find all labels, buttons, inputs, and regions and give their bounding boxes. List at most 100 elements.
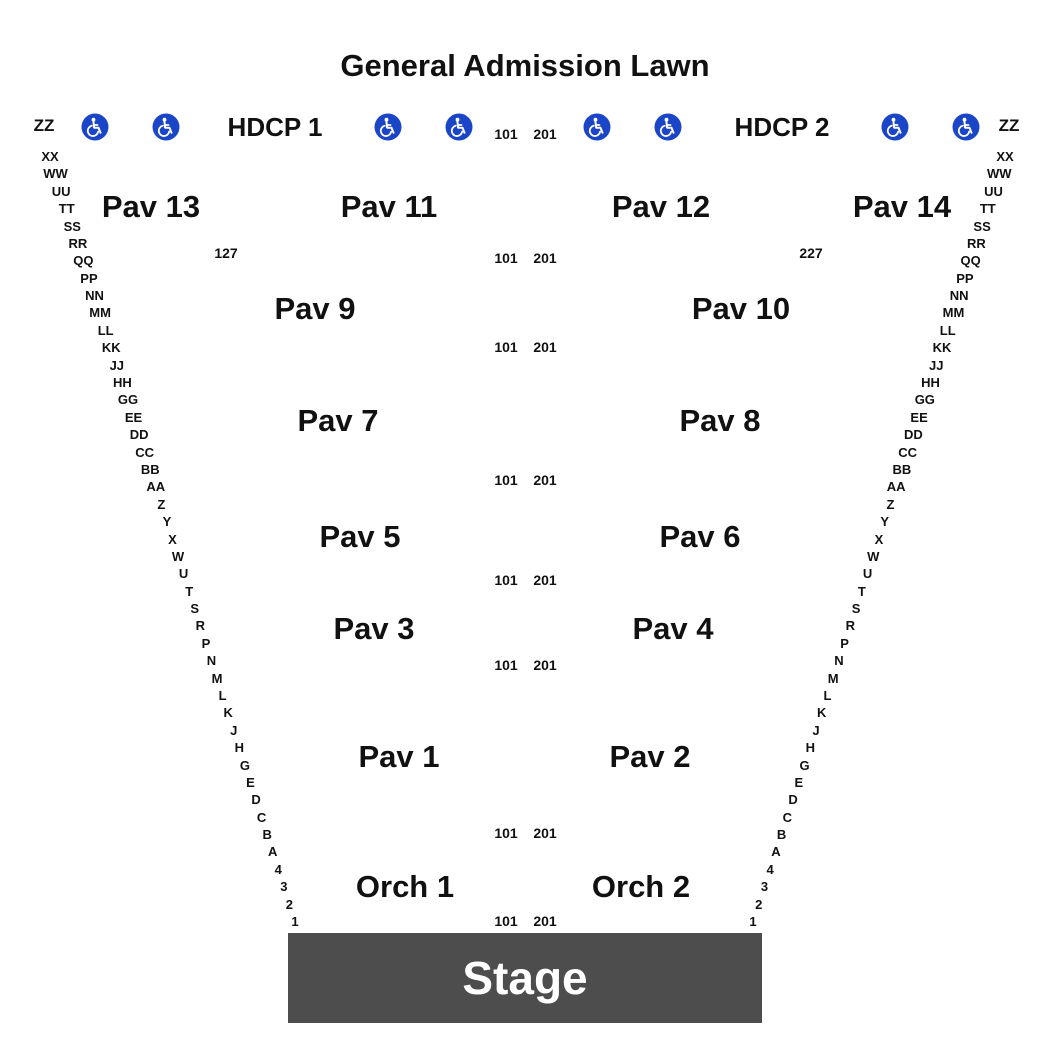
aisle-seat-201: 201: [533, 913, 557, 929]
row-label-left: T: [185, 583, 194, 599]
row-label-right: M: [827, 670, 839, 686]
aisle-seat-201: 201: [533, 572, 557, 588]
aisle-seat-201: 201: [533, 339, 557, 355]
row-label-left: H: [234, 740, 245, 756]
row-label-right: H: [805, 740, 815, 756]
section-pav-1[interactable]: Pav 1: [358, 739, 440, 774]
row-label-left: P: [201, 635, 211, 651]
row-label-right: E: [794, 774, 804, 790]
section-hdcp-1[interactable]: HDCP 1: [227, 112, 323, 142]
row-label-zz-left: ZZ: [33, 116, 55, 135]
row-label-right: HH: [921, 375, 940, 391]
row-label-right: J: [812, 722, 820, 738]
wheelchair-icon[interactable]: [881, 113, 909, 141]
row-label-left: UU: [51, 183, 71, 199]
row-label-left: Z: [157, 496, 166, 512]
row-label-left: KK: [101, 340, 121, 356]
row-label-right: Y: [880, 514, 890, 530]
section-pav-12[interactable]: Pav 12: [611, 189, 711, 224]
row-label-left: RR: [68, 235, 88, 251]
row-label-left: WW: [43, 166, 68, 182]
wheelchair-icon[interactable]: [654, 113, 682, 141]
row-label-right: 3: [760, 879, 769, 895]
row-label-left: U: [178, 566, 189, 582]
section-pav-14[interactable]: Pav 14: [852, 189, 952, 224]
aisle-seat-101: 101: [494, 657, 518, 673]
wheelchair-icon[interactable]: [952, 113, 980, 141]
row-label-left: TT: [58, 201, 75, 217]
row-label-left: CC: [135, 444, 155, 460]
section-pav-13[interactable]: Pav 13: [101, 189, 201, 224]
row-label-right: AA: [886, 479, 906, 495]
section-pav-8[interactable]: Pav 8: [679, 403, 761, 438]
section-pav-10[interactable]: Pav 10: [691, 291, 791, 326]
section-hdcp-2[interactable]: HDCP 2: [734, 112, 830, 142]
row-label-right: K: [817, 705, 827, 721]
wheelchair-icon[interactable]: [81, 113, 109, 141]
row-label-left: R: [195, 618, 206, 634]
wheelchair-icon[interactable]: [374, 113, 402, 141]
seat-number-127: 127: [214, 245, 238, 261]
section-pav-7[interactable]: Pav 7: [297, 403, 379, 438]
aisle-seat-101: 101: [494, 913, 518, 929]
row-label-left: 4: [274, 861, 282, 877]
section-pav-4[interactable]: Pav 4: [632, 611, 714, 646]
row-label-left: MM: [89, 305, 111, 321]
row-label-right: UU: [984, 183, 1003, 199]
row-label-right: G: [799, 757, 810, 773]
row-label-left: LL: [97, 322, 114, 338]
row-label-right: DD: [903, 427, 923, 443]
row-label-left: J: [230, 722, 238, 738]
row-label-right: LL: [939, 322, 956, 338]
row-label-right: C: [782, 809, 793, 825]
section-pav-5[interactable]: Pav 5: [319, 519, 401, 554]
wheelchair-icon[interactable]: [445, 113, 473, 141]
row-label-right: T: [857, 583, 866, 599]
wheelchair-icon[interactable]: [152, 113, 180, 141]
row-label-left: C: [256, 809, 267, 825]
lawn-title: General Admission Lawn: [340, 48, 710, 83]
row-label-right: R: [845, 618, 856, 634]
row-label-left: D: [251, 792, 261, 808]
row-label-right: D: [788, 792, 798, 808]
section-orch-1[interactable]: Orch 1: [355, 869, 455, 904]
row-label-right: QQ: [960, 253, 981, 269]
row-label-left: SS: [63, 218, 81, 234]
section-orch-2[interactable]: Orch 2: [591, 869, 691, 904]
stage: Stage: [288, 933, 762, 1023]
section-pav-9[interactable]: Pav 9: [274, 291, 356, 326]
section-pav-2[interactable]: Pav 2: [609, 739, 691, 774]
row-label-right: S: [851, 601, 861, 617]
row-label-left: NN: [85, 288, 104, 304]
row-label-right: XX: [996, 149, 1014, 164]
row-label-left: M: [211, 670, 223, 686]
row-label-right: BB: [892, 461, 912, 477]
row-label-left: Y: [162, 514, 172, 530]
row-label-left: AA: [146, 479, 166, 495]
row-label-right: GG: [914, 392, 935, 408]
row-label-right: KK: [932, 340, 952, 356]
row-label-right: X: [874, 531, 884, 547]
row-label-right: 1: [749, 914, 757, 929]
row-label-left: XX: [41, 149, 59, 164]
row-label-right: W: [867, 548, 880, 564]
row-label-left: JJ: [109, 357, 125, 373]
section-pav-11[interactable]: Pav 11: [340, 189, 438, 224]
row-label-right: EE: [910, 409, 928, 425]
row-label-left: A: [268, 844, 278, 860]
row-label-right: L: [823, 687, 832, 703]
row-label-right: 2: [755, 896, 763, 912]
section-pav-6[interactable]: Pav 6: [659, 519, 741, 554]
wheelchair-icon[interactable]: [583, 113, 611, 141]
row-label-left: X: [168, 531, 177, 547]
row-label-left: 1: [291, 914, 299, 929]
section-pav-3[interactable]: Pav 3: [333, 611, 415, 646]
aisle-seat-201: 201: [533, 657, 557, 673]
row-label-right: SS: [973, 218, 991, 234]
aisle-seat-201: 201: [533, 472, 557, 488]
row-label-right: NN: [949, 288, 969, 304]
row-label-left: K: [223, 705, 233, 721]
row-label-left: HH: [112, 375, 132, 391]
row-label-left: S: [190, 601, 200, 617]
row-label-right: PP: [956, 270, 974, 286]
